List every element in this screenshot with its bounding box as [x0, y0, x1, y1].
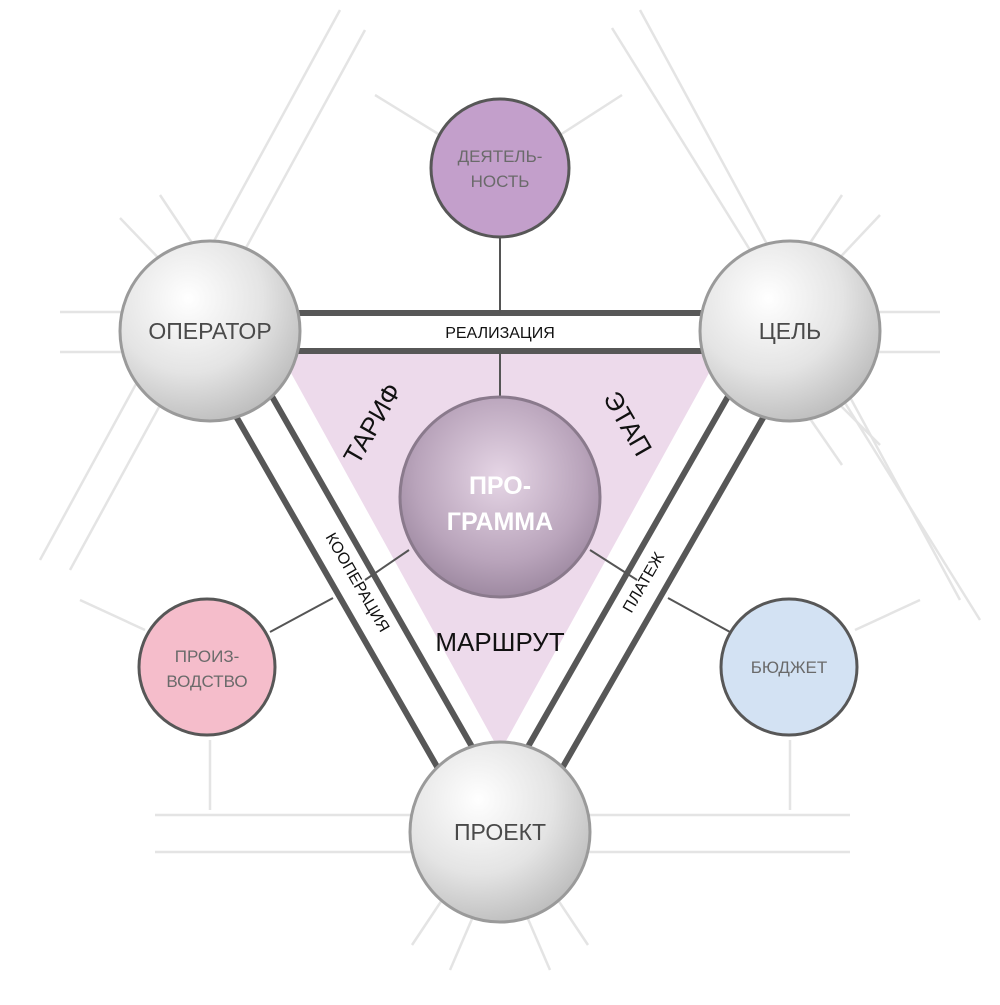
band-label-top: РЕАЛИЗАЦИЯ: [445, 325, 555, 342]
activity-label-line1: ДЕЯТЕЛЬ-: [458, 147, 543, 166]
production-node: ПРОИЗ- ВОДСТВО: [137, 597, 277, 737]
band-label-right: ПЛАТЕЖ: [620, 549, 668, 615]
goal-node: ЦЕЛЬ: [698, 239, 882, 423]
production-label-line2: ВОДСТВО: [166, 672, 247, 691]
program-label-line1: ПРО-: [469, 472, 531, 500]
program-node: ПРО- ГРАММА: [398, 395, 602, 599]
operator-node: ОПЕРАТОР: [118, 239, 302, 423]
budget-node: БЮДЖЕТ: [719, 597, 859, 737]
project-label: ПРОЕКТ: [454, 819, 546, 845]
program-label-line2: ГРАММА: [447, 508, 553, 536]
triangle-bands: [234, 310, 766, 801]
goal-label: ЦЕЛЬ: [759, 318, 822, 344]
activity-label-line2: НОСТЬ: [471, 172, 530, 191]
operator-label: ОПЕРАТОР: [148, 318, 271, 344]
project-node: ПРОЕКТ: [408, 740, 592, 924]
activity-node: ДЕЯТЕЛЬ- НОСТЬ: [429, 97, 571, 239]
budget-label: БЮДЖЕТ: [751, 658, 828, 677]
production-label-line1: ПРОИЗ-: [175, 647, 240, 666]
sector-label-bottom: МАРШРУТ: [435, 627, 564, 657]
